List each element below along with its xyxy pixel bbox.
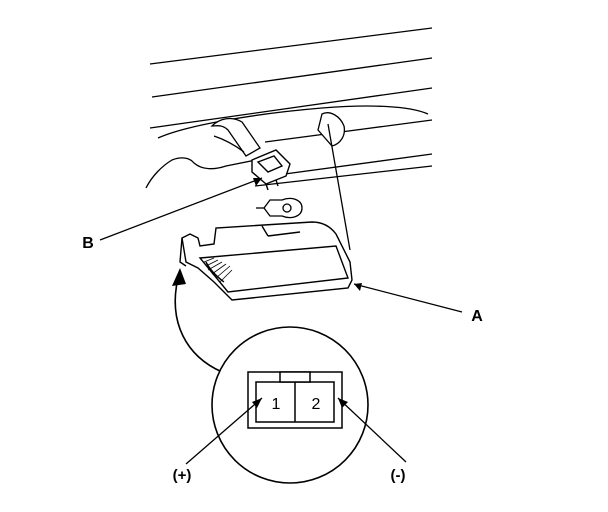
leader-a — [353, 283, 463, 313]
bulb — [256, 197, 303, 219]
wire-harness — [210, 112, 346, 157]
leader-lines — [99, 177, 463, 313]
pin-2-label: 2 — [312, 396, 321, 413]
arrowhead-a — [354, 283, 362, 291]
panel-opening-outline — [145, 105, 429, 189]
lens-texture — [203, 257, 233, 283]
connector-face — [247, 371, 343, 429]
callout-a: A — [471, 308, 483, 325]
polarity-leaders — [185, 397, 407, 465]
arrowhead-minus — [338, 398, 348, 408]
callout-b: B — [82, 235, 94, 252]
body-panel-lines — [149, 27, 433, 187]
leader-minus — [337, 397, 407, 463]
connector-b — [251, 149, 291, 191]
leader-plus — [185, 397, 263, 465]
leader-b — [99, 177, 263, 241]
polarity-plus-label: (+) — [173, 467, 192, 484]
arrowhead-plus — [252, 398, 262, 408]
zoom-arrowhead — [172, 268, 186, 286]
pin-1-label: 1 — [272, 396, 281, 413]
arrowhead-b — [253, 178, 262, 186]
polarity-minus-label: (-) — [391, 467, 406, 484]
zoom-arrow — [174, 277, 223, 373]
lamp-wire — [327, 123, 351, 251]
